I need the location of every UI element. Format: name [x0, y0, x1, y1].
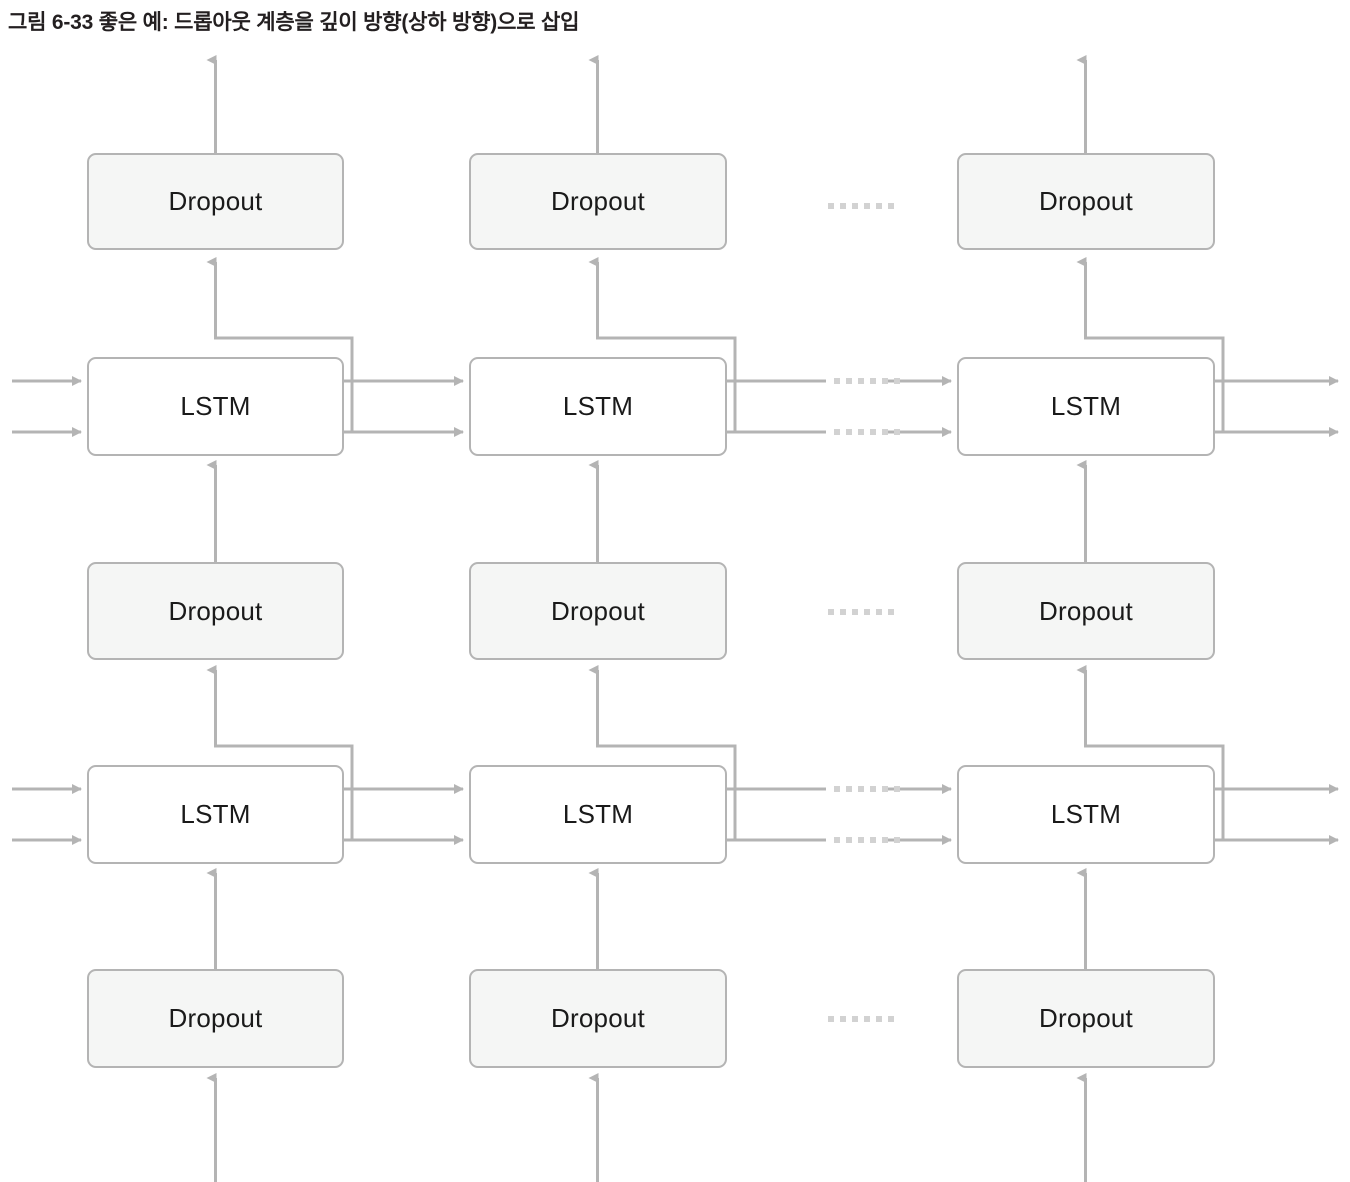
ellipsis-dot	[858, 429, 864, 435]
node-dropout-col2-middle[interactable]: Dropout	[469, 562, 727, 660]
ellipsis-dot	[876, 609, 882, 615]
ellipsis-dot	[882, 378, 888, 384]
ellipsis-bottom-dropout-row	[828, 1016, 894, 1022]
node-label: Dropout	[168, 595, 263, 626]
ellipsis-dot	[864, 1016, 870, 1022]
node-dropout-col1-bottom[interactable]: Dropout	[87, 969, 344, 1068]
ellipsis-dot	[876, 1016, 882, 1022]
ellipsis-dot	[888, 609, 894, 615]
node-label: Dropout	[1039, 595, 1133, 626]
ellipsis-dot	[858, 378, 864, 384]
ellipsis-dot	[870, 786, 876, 792]
ellipsis-dot	[894, 378, 900, 384]
ellipsis-dot	[894, 837, 900, 843]
node-label: LSTM	[180, 799, 251, 829]
ellipsis-dot	[828, 203, 834, 209]
ellipsis-dot	[834, 429, 840, 435]
ellipsis-middle-dropout-row	[828, 609, 894, 615]
node-dropout-col3-bottom[interactable]: Dropout	[957, 969, 1215, 1068]
node-dropout-col1-middle[interactable]: Dropout	[87, 562, 344, 660]
node-lstm-col3-lower[interactable]: LSTM	[957, 765, 1215, 864]
ellipsis-dot	[834, 837, 840, 843]
ellipsis-dot	[852, 609, 858, 615]
ellipsis-dot	[870, 429, 876, 435]
node-label: LSTM	[1050, 799, 1122, 829]
node-lstm-col2-upper[interactable]: LSTM	[469, 357, 727, 456]
node-label: Dropout	[1039, 1003, 1133, 1033]
ellipsis-dot	[846, 378, 852, 384]
ellipsis-dot	[894, 786, 900, 792]
ellipsis-dot	[870, 378, 876, 384]
ellipsis-dot	[852, 203, 858, 209]
ellipsis-dot	[882, 429, 888, 435]
ellipsis-dot	[888, 1016, 894, 1022]
branch-lstm-to-dropout-col1-lower	[206, 665, 354, 840]
ellipsis-upper-lstm-c-row	[834, 378, 900, 384]
ellipsis-dot	[834, 786, 840, 792]
figure-caption: 그림 6-33 좋은 예: 드롭아웃 계층을 깊이 방향(상하 방향)으로 삽입	[8, 11, 580, 34]
ellipsis-dot	[828, 609, 834, 615]
ellipsis-dot	[840, 203, 846, 209]
ellipsis-dot	[858, 786, 864, 792]
node-label: Dropout	[1039, 186, 1133, 216]
node-label: LSTM	[562, 391, 634, 421]
ellipsis-dot	[864, 203, 870, 209]
ellipsis-dot	[864, 609, 870, 615]
node-label: Dropout	[168, 1003, 263, 1033]
node-label: LSTM	[180, 391, 251, 421]
ellipsis-dot	[858, 837, 864, 843]
node-label: Dropout	[551, 186, 645, 216]
ellipsis-dot	[882, 837, 888, 843]
ellipsis-dot	[852, 1016, 858, 1022]
ellipsis-dot	[846, 837, 852, 843]
branch-lstm-to-dropout-col2-upper	[588, 257, 737, 432]
node-dropout-col3-top[interactable]: Dropout	[957, 153, 1215, 250]
node-label: LSTM	[562, 799, 634, 829]
ellipsis-top-dropout-row	[828, 203, 894, 209]
node-dropout-col3-middle[interactable]: Dropout	[957, 562, 1215, 660]
node-lstm-col1-upper[interactable]: LSTM	[87, 357, 344, 456]
branch-lstm-to-dropout-col2-lower	[588, 665, 737, 840]
node-dropout-col1-top[interactable]: Dropout	[87, 153, 344, 250]
node-lstm-col2-lower[interactable]: LSTM	[469, 765, 727, 864]
ellipsis-dot	[876, 203, 882, 209]
ellipsis-dot	[846, 786, 852, 792]
node-dropout-col2-top[interactable]: Dropout	[469, 153, 727, 250]
ellipsis-dot	[840, 1016, 846, 1022]
ellipsis-dot	[840, 609, 846, 615]
node-dropout-col2-bottom[interactable]: Dropout	[469, 969, 727, 1068]
branch-lstm-to-dropout-col3-lower	[1076, 665, 1225, 840]
branch-lstm-to-dropout-col3-upper	[1076, 257, 1225, 432]
ellipsis-dot	[846, 429, 852, 435]
branch-lstm-to-dropout-col1-upper	[206, 257, 354, 432]
ellipsis-dot	[828, 1016, 834, 1022]
ellipsis-dot	[894, 429, 900, 435]
ellipsis-upper-lstm-h-row	[834, 429, 900, 435]
node-label: LSTM	[1050, 391, 1122, 421]
ellipsis-lower-lstm-h-row	[834, 837, 900, 843]
node-lstm-col3-upper[interactable]: LSTM	[957, 357, 1215, 456]
node-label: Dropout	[551, 1003, 645, 1033]
ellipsis-dot	[870, 837, 876, 843]
ellipsis-dot	[834, 378, 840, 384]
node-lstm-col1-lower[interactable]: LSTM	[87, 765, 344, 864]
node-label: Dropout	[168, 186, 263, 216]
ellipsis-dot	[888, 203, 894, 209]
ellipsis-dot	[882, 786, 888, 792]
ellipsis-lower-lstm-c-row	[834, 786, 900, 792]
node-label: Dropout	[551, 595, 645, 626]
